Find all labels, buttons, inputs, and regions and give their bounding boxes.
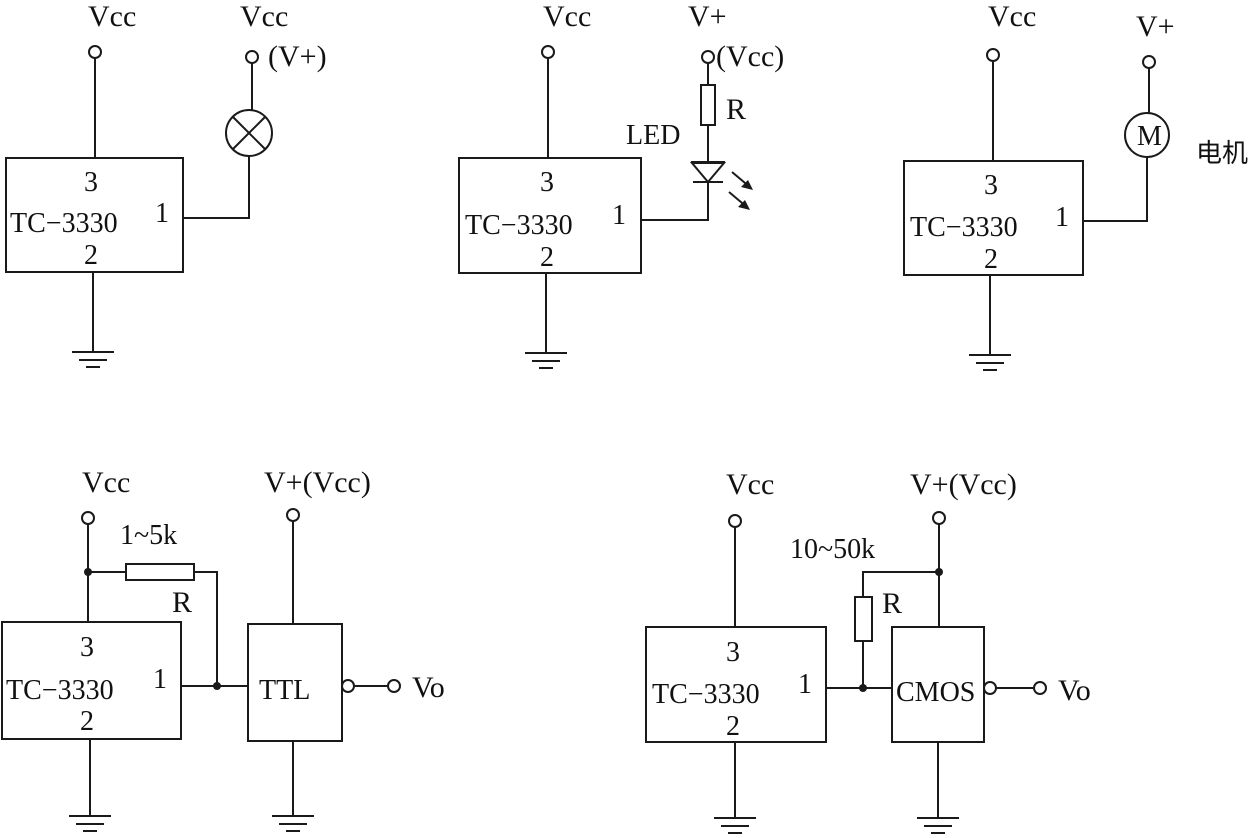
junction-dot [213, 682, 221, 690]
resistor-icon [700, 84, 716, 126]
inverter-bubble [341, 679, 355, 693]
chip-tc3330 [5, 157, 184, 273]
chip-label: TC−3330 [465, 210, 573, 241]
terminal-vcc [728, 514, 742, 528]
wire-res-top [862, 571, 939, 597]
gate-cmos [891, 626, 985, 743]
circuit-motor: Vcc V+ M 电机 3 TC−3330 1 2 [903, 0, 1248, 371]
pin-1-label: 1 [798, 669, 812, 700]
pin-2-label: 2 [984, 244, 998, 275]
resistor-value: 1~5k [120, 520, 177, 551]
resistor-label: R [172, 586, 192, 619]
ground-icon [525, 352, 567, 369]
supply-label-vplus: V+(Vcc) [910, 468, 1017, 501]
pin-3-label: 3 [984, 170, 998, 201]
supply-label-vcc: Vcc [988, 0, 1036, 33]
supply-label-vcc-right: Vcc [240, 0, 288, 33]
chip-tc3330 [903, 160, 1084, 276]
ground-icon [714, 817, 756, 834]
terminal-vplus [245, 50, 259, 64]
supply-label-vplus: V+(Vcc) [264, 466, 371, 499]
circuit-cmos: Vcc V+(Vcc) 10~50k R 3 TC−3330 1 2 CMOS … [645, 468, 1091, 834]
terminal-vplus [701, 50, 715, 64]
pin-3-label: 3 [726, 637, 740, 668]
supply-label-vcc: Vcc [82, 466, 130, 499]
terminal-vcc [88, 45, 102, 59]
pin-2-label: 2 [540, 242, 554, 273]
terminal-vcc [541, 45, 555, 59]
pin-1-label: 1 [155, 198, 169, 229]
supply-label-alt: (V+) [268, 40, 327, 73]
pin-1-label: 1 [1055, 202, 1069, 233]
supply-label-vcc: Vcc [726, 468, 774, 501]
pin-1-label: 1 [612, 200, 626, 231]
lamp-icon [225, 109, 273, 157]
wire-output [183, 156, 250, 219]
motor-label: 电机 [1196, 139, 1248, 169]
output-label: Vo [412, 671, 445, 704]
ground-icon [69, 815, 111, 832]
ground-icon [272, 815, 314, 832]
resistor-value: 10~50k [790, 534, 875, 565]
gate-label: CMOS [896, 677, 975, 708]
chip-tc3330 [645, 626, 827, 743]
supply-label-vcc: Vcc [543, 0, 591, 33]
circuit-ttl: Vcc V+(Vcc) 1~5k R 3 TC−3330 1 2 TTL Vo [1, 466, 445, 832]
wire-output [1083, 157, 1148, 222]
gate-ttl [247, 623, 343, 742]
junction-dot [859, 684, 867, 692]
motor-symbol: M [1137, 121, 1162, 152]
resistor-icon [125, 563, 195, 581]
led-label: LED [626, 120, 680, 151]
chip-label: TC−3330 [10, 208, 118, 239]
pin-1-label: 1 [153, 664, 167, 695]
chip-label: TC−3330 [910, 212, 1018, 243]
pin-3-label: 3 [540, 167, 554, 198]
gate-label: TTL [259, 675, 310, 706]
terminal-vplus [932, 511, 946, 525]
pin-2-label: 2 [84, 240, 98, 271]
circuit-led: Vcc V+ (Vcc) R LED 3 TC−3330 1 2 [458, 0, 784, 369]
ground-icon [72, 351, 114, 368]
circuit-lamp: Vcc Vcc (V+) 3 TC−3330 1 2 [5, 0, 327, 368]
supply-label-vplus: V+ [688, 0, 727, 33]
chip-label: TC−3330 [6, 675, 114, 706]
terminal-vcc [986, 48, 1000, 62]
terminal-vplus [286, 508, 300, 522]
ground-icon [917, 817, 959, 834]
resistor-label: R [726, 93, 746, 126]
wire-res-right [194, 571, 218, 686]
chip-tc3330 [1, 621, 182, 740]
chip-tc3330 [458, 157, 642, 274]
led-icon [689, 161, 753, 210]
output-label: Vo [1058, 674, 1091, 707]
supply-label-alt: (Vcc) [716, 40, 784, 73]
pin-2-label: 2 [80, 706, 94, 737]
wire-output [641, 182, 709, 221]
pin-2-label: 2 [726, 711, 740, 742]
ground-icon [969, 354, 1011, 371]
inverter-bubble [983, 681, 997, 695]
chip-label: TC−3330 [652, 679, 760, 710]
resistor-icon [854, 596, 873, 642]
supply-label-vplus: V+ [1136, 10, 1175, 43]
terminal-vo [387, 679, 401, 693]
terminal-vplus [1142, 55, 1156, 69]
pin-3-label: 3 [84, 167, 98, 198]
pin-3-label: 3 [80, 632, 94, 663]
supply-label-vcc-left: Vcc [88, 0, 136, 33]
resistor-label: R [882, 587, 902, 620]
terminal-vo [1033, 681, 1047, 695]
terminal-vcc [81, 511, 95, 525]
